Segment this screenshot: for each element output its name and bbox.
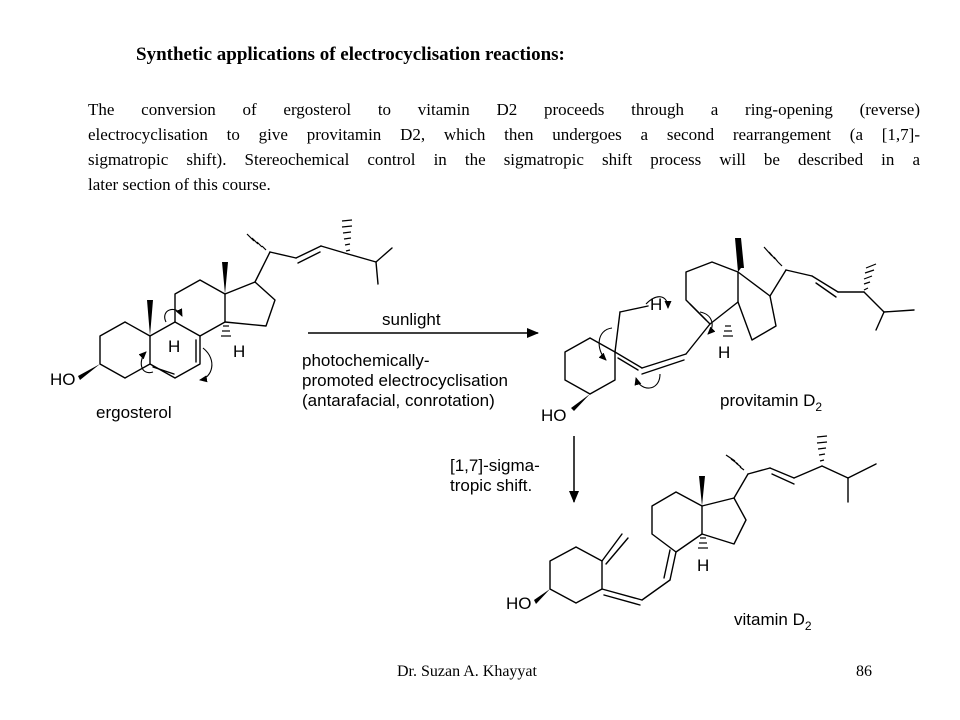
step1-description-line-2: promoted electrocyclisation: [302, 371, 508, 390]
ergosterol-name-label: ergosterol: [96, 403, 172, 422]
ergosterol-ho-label: HO: [50, 370, 76, 389]
provitamin-structure: H H HO provitamin D2: [541, 238, 915, 425]
footer-author: Dr. Suzan A. Khayyat: [397, 663, 537, 680]
paragraph-line-3: sigmatropic shift). Stereochemical contr…: [88, 150, 920, 169]
vitamin-name-label: vitamin D2: [734, 610, 812, 633]
provitamin-h-label-1: H: [650, 295, 662, 314]
step2-description-line-2: tropic shift.: [450, 476, 532, 495]
step1-description-line-3: (antarafacial, conrotation): [302, 391, 495, 410]
ergosterol-structure: H H HO ergosterol: [50, 219, 393, 422]
provitamin-h-label-2: H: [718, 343, 730, 362]
body-paragraph: The conversion of ergosterol to vitamin …: [88, 97, 920, 197]
ergosterol-h-label-1: H: [168, 337, 180, 356]
vitamin-h-label: H: [697, 556, 709, 575]
vitamin-structure: H HO vitamin D2: [506, 435, 877, 633]
provitamin-ho-label: HO: [541, 406, 567, 425]
vitamin-ho-label: HO: [506, 594, 532, 613]
slide-title: Synthetic applications of electrocyclisa…: [136, 44, 565, 65]
ergosterol-h-label-2: H: [233, 342, 245, 361]
provitamin-name-label: provitamin D2: [720, 391, 822, 414]
paragraph-line-1: The conversion of ergosterol to vitamin …: [88, 100, 920, 119]
step1-condition-label: sunlight: [382, 310, 441, 329]
step2-arrow: [1,7]-sigma- tropic shift.: [450, 436, 579, 503]
step1-description-line-1: photochemically-: [302, 351, 430, 370]
page-number: 86: [856, 663, 872, 680]
step2-description-line-1: [1,7]-sigma-: [450, 456, 540, 475]
paragraph-line-4: later section of this course.: [88, 175, 271, 194]
step1-arrow: sunlight photochemically- promoted elect…: [302, 310, 539, 410]
paragraph-line-2: electrocyclisation to give provitamin D2…: [88, 125, 920, 144]
